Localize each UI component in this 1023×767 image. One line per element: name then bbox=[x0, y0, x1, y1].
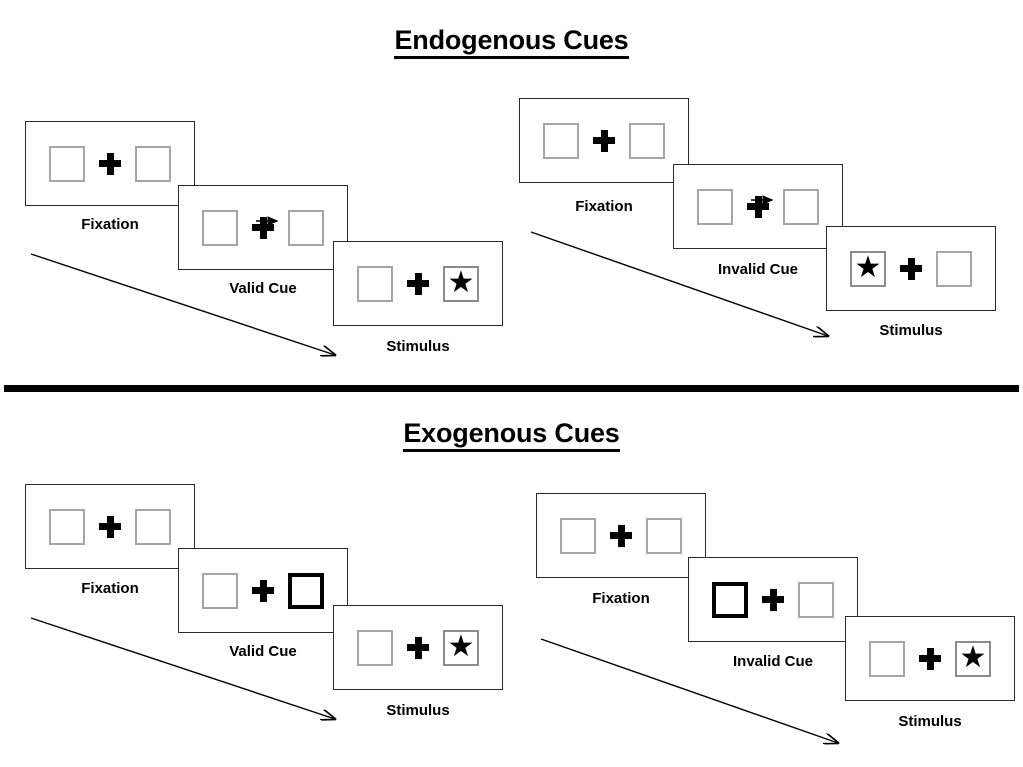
right-placeholder-box bbox=[629, 122, 665, 159]
sequence-arrow-endogenous-valid bbox=[30, 253, 350, 366]
right-placeholder-box bbox=[936, 250, 972, 287]
panel-endogenous-invalid-stimulus[interactable]: ★ bbox=[826, 226, 996, 311]
fixation-cross-icon bbox=[900, 257, 922, 280]
star-icon: ★ bbox=[447, 629, 475, 663]
stimulus-row: ★ bbox=[357, 629, 479, 666]
stimulus-row bbox=[49, 145, 171, 182]
stimulus-row bbox=[543, 122, 665, 159]
star-icon: ★ bbox=[854, 250, 882, 284]
left-target-box: ★ bbox=[850, 250, 886, 287]
stimulus-row: ★ bbox=[869, 640, 991, 677]
panel-exogenous-invalid-fixation[interactable] bbox=[536, 493, 706, 578]
panel-content: ★ bbox=[827, 227, 995, 310]
caption-exogenous-invalid-fixation: Fixation bbox=[592, 590, 650, 607]
fixation-cross-icon bbox=[407, 272, 429, 295]
stimulus-row bbox=[712, 581, 834, 618]
panel-endogenous-valid-fixation[interactable] bbox=[25, 121, 195, 206]
sequence-arrow-endogenous-invalid bbox=[530, 231, 845, 346]
right-placeholder-box bbox=[135, 508, 171, 545]
stimulus-row bbox=[697, 188, 819, 225]
panel-content bbox=[26, 485, 194, 568]
fixation-cross-icon bbox=[252, 216, 274, 239]
section-title-endogenous: Endogenous Cues bbox=[0, 25, 1023, 59]
sequence-arrow-exogenous-invalid bbox=[540, 638, 855, 753]
left-placeholder-box bbox=[869, 640, 905, 677]
stimulus-row bbox=[202, 209, 324, 246]
left-placeholder-box bbox=[543, 122, 579, 159]
panel-endogenous-valid-stimulus[interactable]: ★ bbox=[333, 241, 503, 326]
section-title-endogenous-text: Endogenous Cues bbox=[394, 25, 629, 59]
panel-exogenous-invalid-stimulus[interactable]: ★ bbox=[845, 616, 1015, 701]
panel-content: ★ bbox=[846, 617, 1014, 700]
caption-endogenous-valid-cue: Valid Cue bbox=[229, 280, 297, 297]
right-target-box: ★ bbox=[443, 265, 479, 302]
left-placeholder-box bbox=[697, 188, 733, 225]
stimulus-row bbox=[49, 508, 171, 545]
panel-content bbox=[537, 494, 705, 577]
caption-endogenous-invalid-stimulus: Stimulus bbox=[879, 322, 943, 339]
caption-exogenous-valid-cue: Valid Cue bbox=[229, 643, 297, 660]
left-placeholder-box bbox=[560, 517, 596, 554]
fixation-cross-icon bbox=[99, 152, 121, 175]
section-title-exogenous-text: Exogenous Cues bbox=[403, 418, 620, 452]
panel-content bbox=[674, 165, 842, 248]
section-divider bbox=[4, 385, 1019, 392]
left-cued-box bbox=[712, 581, 748, 618]
section-title-exogenous: Exogenous Cues bbox=[0, 418, 1023, 452]
panel-exogenous-valid-stimulus[interactable]: ★ bbox=[333, 605, 503, 690]
panel-content: ★ bbox=[334, 606, 502, 689]
panel-content bbox=[179, 549, 347, 632]
right-placeholder-box bbox=[135, 145, 171, 182]
panel-content bbox=[26, 122, 194, 205]
caption-endogenous-invalid-fixation: Fixation bbox=[575, 198, 633, 215]
left-placeholder-box bbox=[202, 209, 238, 246]
right-target-box: ★ bbox=[443, 629, 479, 666]
stimulus-row: ★ bbox=[850, 250, 972, 287]
right-placeholder-box bbox=[798, 581, 834, 618]
caption-exogenous-valid-stimulus: Stimulus bbox=[386, 702, 450, 719]
panel-endogenous-invalid-cue[interactable] bbox=[673, 164, 843, 249]
caption-exogenous-invalid-stimulus: Stimulus bbox=[898, 713, 962, 730]
right-placeholder-box bbox=[646, 517, 682, 554]
fixation-cross-icon bbox=[610, 524, 632, 547]
star-icon: ★ bbox=[959, 640, 987, 674]
fixation-cross-icon bbox=[252, 579, 274, 602]
fixation-cross-icon bbox=[593, 129, 615, 152]
left-placeholder-box bbox=[49, 508, 85, 545]
sequence-arrow-exogenous-valid bbox=[30, 617, 350, 730]
fixation-cross-icon bbox=[407, 636, 429, 659]
fixation-cross-icon bbox=[919, 647, 941, 670]
panel-content bbox=[689, 558, 857, 641]
panel-endogenous-invalid-fixation[interactable] bbox=[519, 98, 689, 183]
right-placeholder-box bbox=[783, 188, 819, 225]
right-placeholder-box bbox=[288, 209, 324, 246]
panel-endogenous-valid-cue[interactable] bbox=[178, 185, 348, 270]
caption-exogenous-invalid-cue: Invalid Cue bbox=[732, 653, 814, 670]
left-placeholder-box bbox=[357, 629, 393, 666]
panel-content bbox=[179, 186, 347, 269]
caption-endogenous-valid-stimulus: Stimulus bbox=[386, 338, 450, 355]
panel-content bbox=[520, 99, 688, 182]
right-cued-box bbox=[288, 572, 324, 609]
left-placeholder-box bbox=[49, 145, 85, 182]
fixation-cross-icon bbox=[747, 195, 769, 218]
left-placeholder-box bbox=[202, 572, 238, 609]
fixation-cross-icon bbox=[99, 515, 121, 538]
panel-content: ★ bbox=[334, 242, 502, 325]
caption-endogenous-invalid-cue: Invalid Cue bbox=[717, 261, 799, 278]
panel-exogenous-valid-cue[interactable] bbox=[178, 548, 348, 633]
left-placeholder-box bbox=[357, 265, 393, 302]
caption-exogenous-valid-fixation: Fixation bbox=[81, 580, 139, 597]
stimulus-row bbox=[202, 572, 324, 609]
stimulus-row: ★ bbox=[357, 265, 479, 302]
panel-exogenous-invalid-cue[interactable] bbox=[688, 557, 858, 642]
right-target-box: ★ bbox=[955, 640, 991, 677]
stimulus-row bbox=[560, 517, 682, 554]
panel-exogenous-valid-fixation[interactable] bbox=[25, 484, 195, 569]
caption-endogenous-valid-fixation: Fixation bbox=[81, 216, 139, 233]
fixation-cross-icon bbox=[762, 588, 784, 611]
star-icon: ★ bbox=[447, 265, 475, 299]
